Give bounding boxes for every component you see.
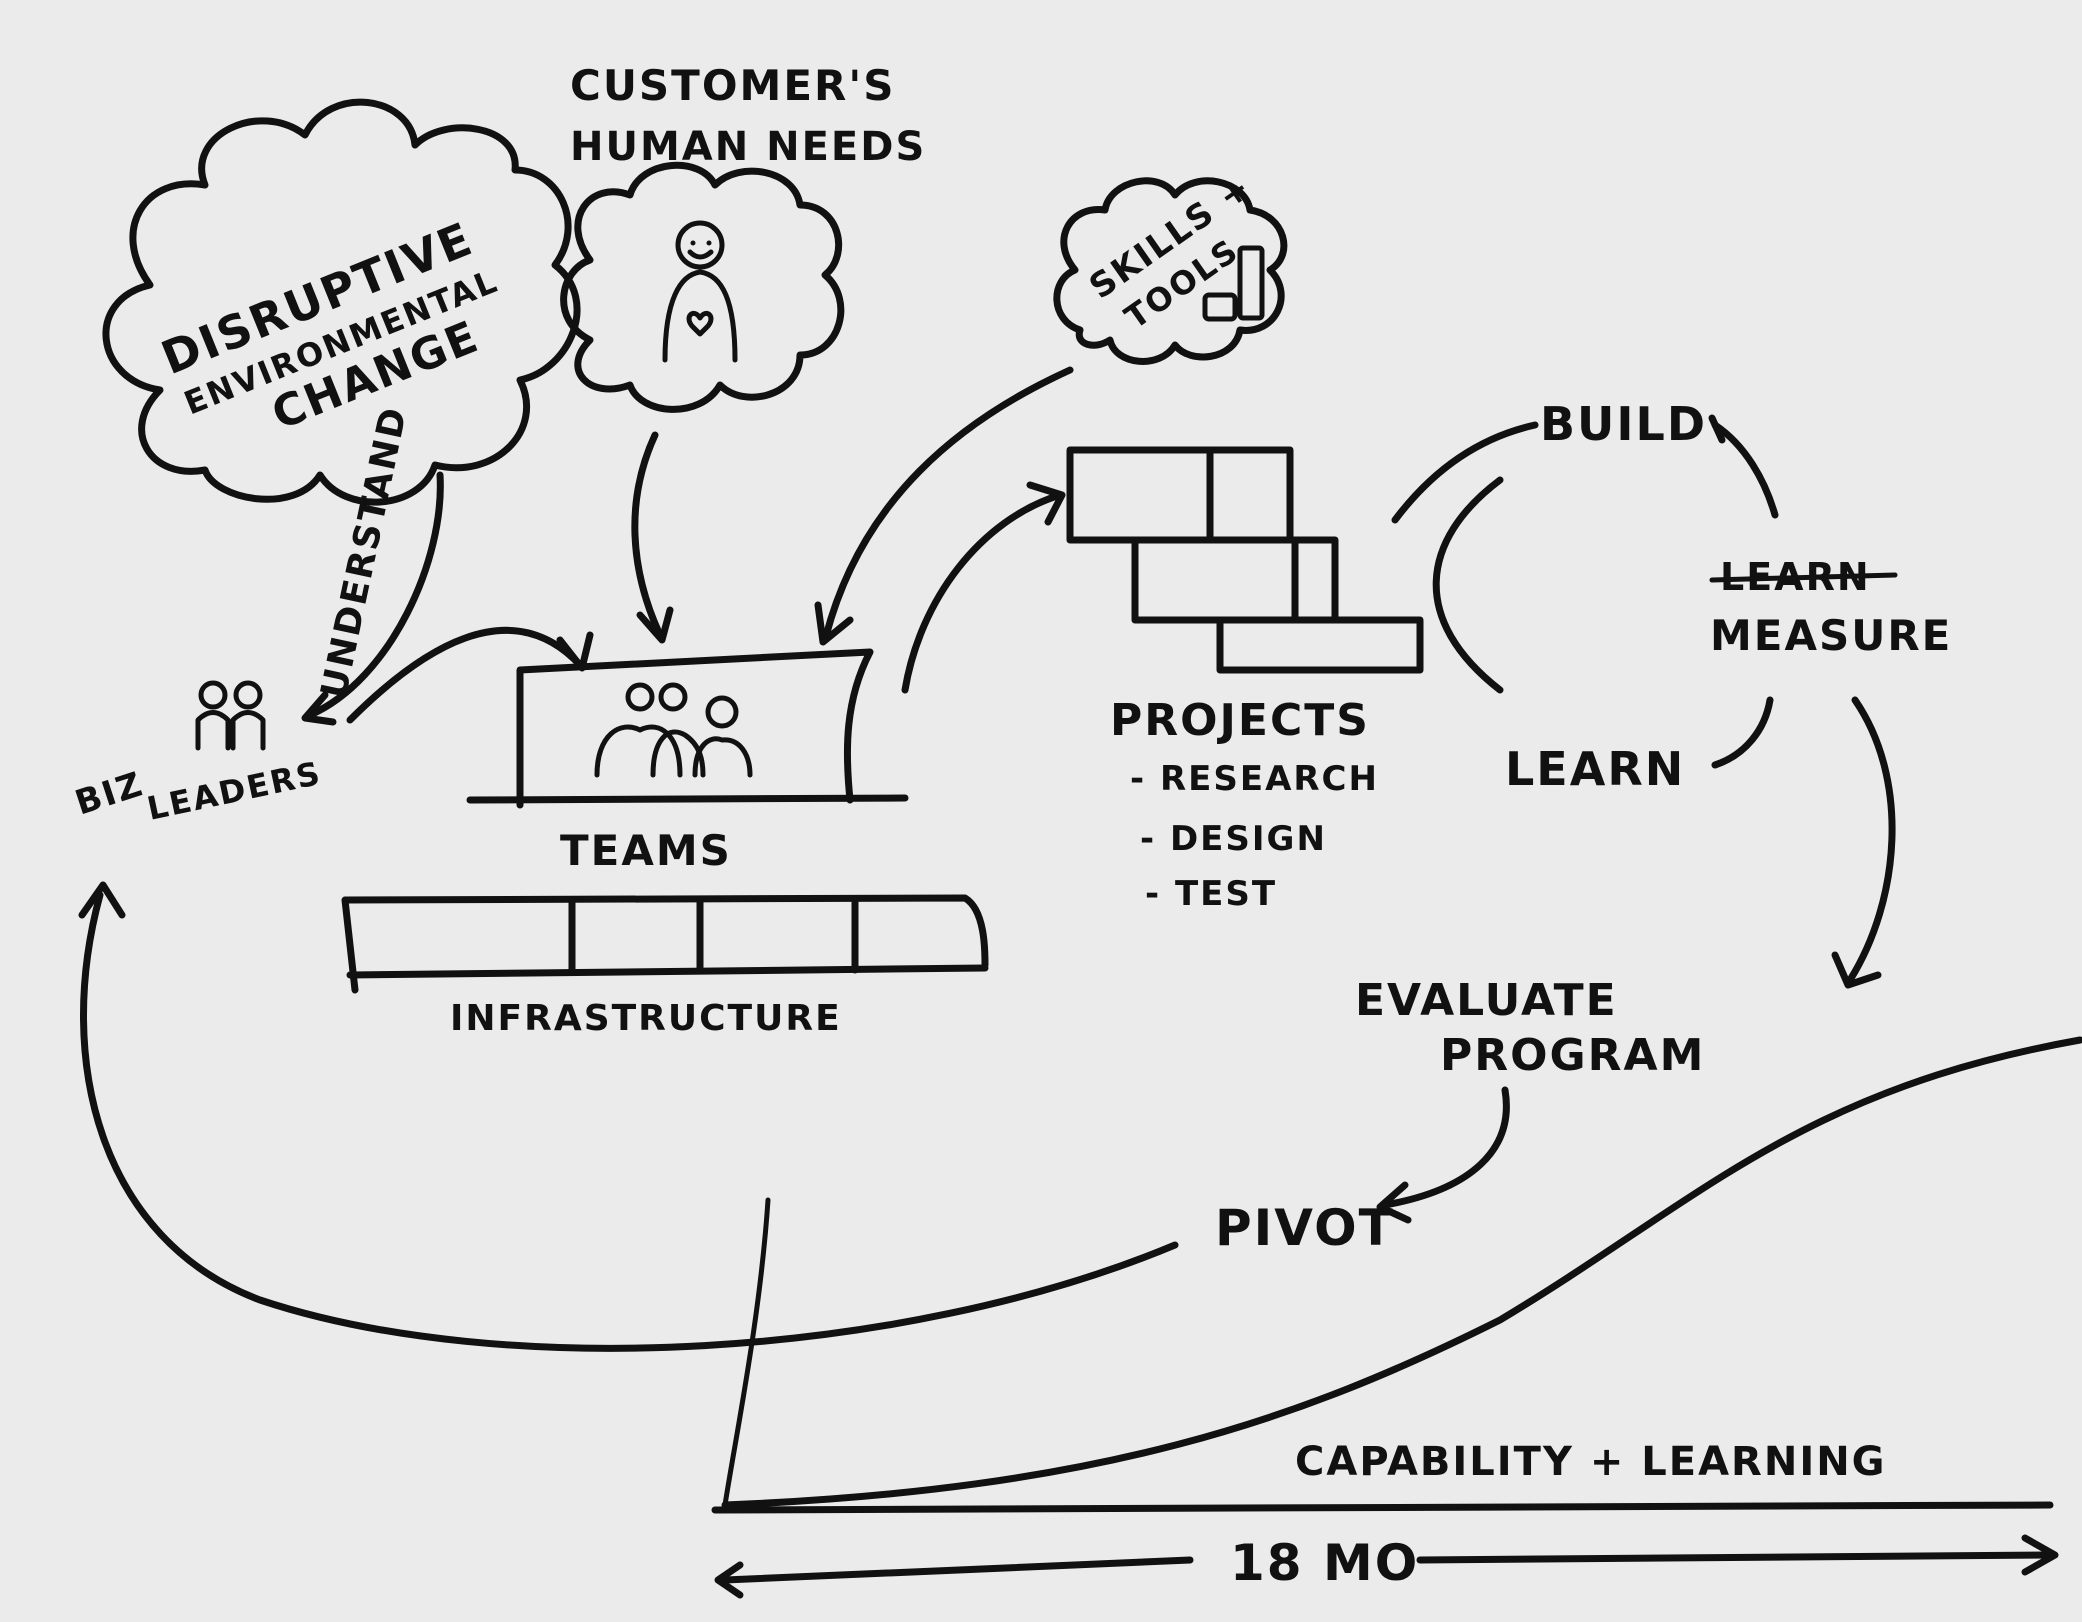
cycle-arc-left-top bbox=[1395, 425, 1535, 520]
project-item-research: - RESEARCH bbox=[1130, 759, 1379, 799]
cycle-arrowhead-build bbox=[1712, 418, 1722, 440]
customer-title-line-1: CUSTOMER'S bbox=[570, 61, 895, 110]
timeline-right-arrow bbox=[1420, 1555, 2050, 1560]
timeline-label: 18 MO bbox=[1230, 1534, 1419, 1592]
biz-leaders-icon bbox=[198, 683, 263, 748]
y-axis bbox=[725, 1200, 768, 1505]
infrastructure-dividers bbox=[572, 900, 855, 970]
project-item-test: - TEST bbox=[1145, 874, 1277, 914]
customer-cloud bbox=[564, 165, 841, 409]
teams-to-projects-arrow bbox=[905, 495, 1060, 690]
infrastructure-label: INFRASTRUCTURE bbox=[450, 998, 842, 1039]
measure-to-evaluate-arrow bbox=[1850, 700, 1892, 980]
build-label: BUILD bbox=[1540, 397, 1707, 451]
cycle-arc-bottom bbox=[1715, 700, 1770, 765]
learn-label: LEARN bbox=[1505, 742, 1685, 796]
teams-base-line bbox=[470, 798, 905, 800]
customer-arrow bbox=[635, 435, 660, 635]
pivot-loop-arrow bbox=[83, 895, 1175, 1348]
leaders-label: LEADERS bbox=[144, 754, 325, 828]
customer-title-line-2: HUMAN NEEDS bbox=[570, 124, 926, 170]
timeline-left-arrow bbox=[725, 1560, 1190, 1580]
measure-label: MEASURE bbox=[1710, 611, 1952, 660]
projects-bricks bbox=[1070, 450, 1420, 670]
curve-label: CAPABILITY + LEARNING bbox=[1295, 1439, 1887, 1485]
x-axis bbox=[715, 1505, 2050, 1510]
pivot-label: PIVOT bbox=[1215, 1199, 1395, 1257]
capability-curve bbox=[725, 1040, 2080, 1505]
understand-label: UNDERSTAND bbox=[314, 403, 416, 702]
evaluate-line-2: PROGRAM bbox=[1440, 1030, 1705, 1081]
biz-label: BIZ bbox=[70, 764, 148, 823]
teams-label: TEAMS bbox=[560, 826, 732, 875]
project-item-design: - DESIGN bbox=[1140, 819, 1327, 859]
infrastructure-base bbox=[350, 968, 985, 975]
cycle-arc-left bbox=[1436, 480, 1500, 690]
leaders-to-teams-arrow bbox=[350, 630, 580, 720]
customer-figure-icon bbox=[665, 223, 735, 360]
projects-label: PROJECTS bbox=[1110, 695, 1370, 746]
evaluate-line-1: EVALUATE bbox=[1355, 975, 1618, 1026]
team-members-icon bbox=[597, 685, 750, 775]
teams-box bbox=[520, 652, 870, 805]
